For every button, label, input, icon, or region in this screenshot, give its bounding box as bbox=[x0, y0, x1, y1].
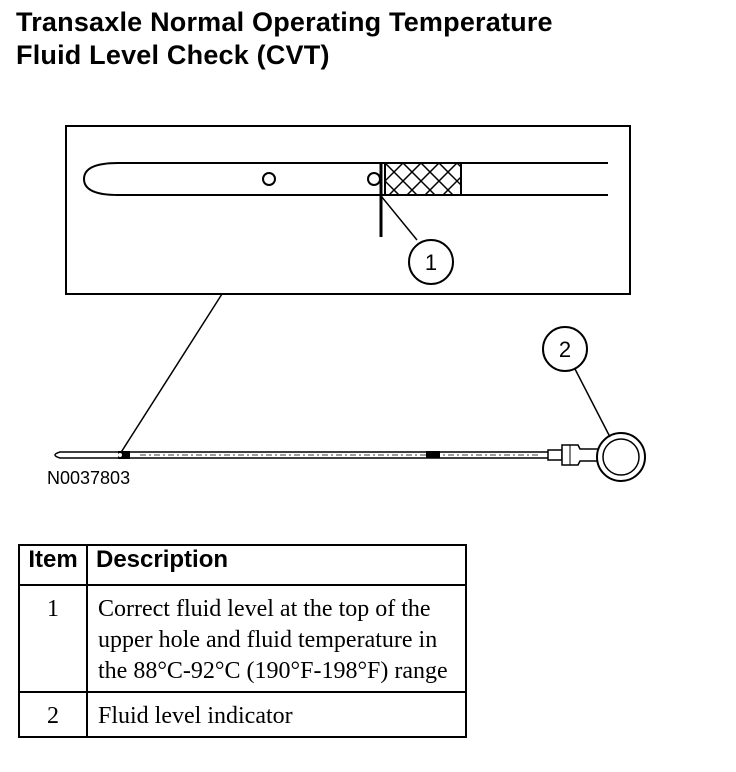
fluid-level-indicator bbox=[54, 432, 646, 482]
figure-id: N0037803 bbox=[47, 468, 131, 488]
title-line-2: Fluid Level Check (CVT) bbox=[16, 40, 330, 70]
item-description: Fluid level indicator bbox=[86, 691, 467, 738]
detail-frame bbox=[65, 125, 631, 295]
item-header: Item bbox=[18, 544, 88, 586]
title-line-1: Transaxle Normal Operating Temperature bbox=[16, 7, 553, 37]
legend-table: Item Description 1 Correct fluid level a… bbox=[18, 544, 467, 738]
description-header: Description bbox=[86, 544, 467, 586]
callout-2-leader bbox=[574, 368, 611, 438]
callout-1-circle bbox=[408, 239, 454, 285]
callout-1-label: 1 bbox=[425, 250, 437, 275]
item-description: Correct fluid level at the top of the up… bbox=[86, 584, 467, 693]
table-row: 1 Correct fluid level at the top of the … bbox=[18, 584, 467, 693]
callout-1-leader bbox=[380, 195, 418, 241]
table-row: 2 Fluid level indicator bbox=[18, 691, 467, 738]
callout-2-label: 2 bbox=[559, 337, 571, 362]
item-number: 2 bbox=[18, 691, 88, 738]
item-number: 1 bbox=[18, 584, 88, 693]
dipstick-blade-detail bbox=[82, 162, 608, 196]
detail-connector-line bbox=[119, 293, 223, 455]
callout-2-circle bbox=[542, 326, 588, 372]
lower-hole bbox=[262, 172, 276, 186]
legend-header-row: Item Description bbox=[18, 544, 467, 586]
page-title: Transaxle Normal Operating Temperature F… bbox=[16, 6, 553, 72]
hatched-range bbox=[384, 162, 462, 196]
dipstick-diagram: 1 2 bbox=[54, 125, 646, 482]
upper-hole bbox=[367, 172, 381, 186]
